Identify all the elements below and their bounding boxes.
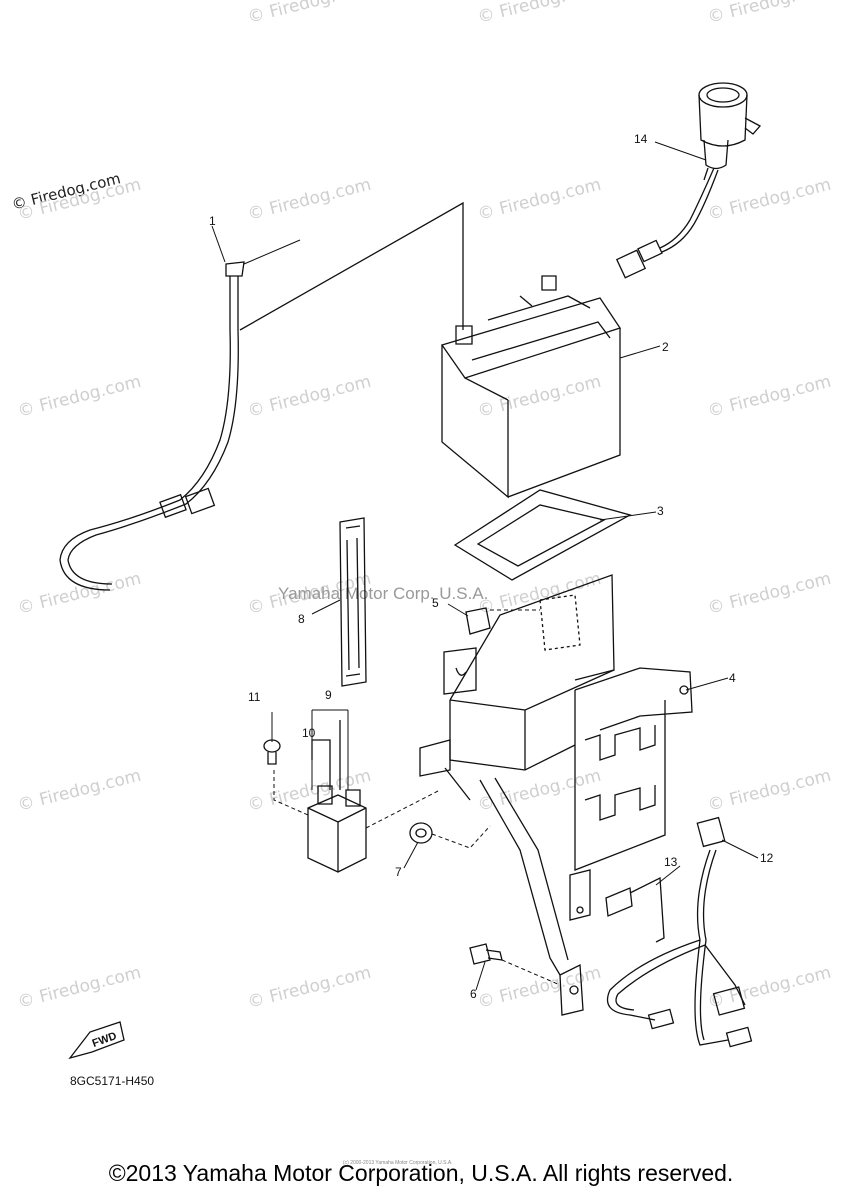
part-label-11: 11: [248, 690, 261, 704]
battery-pad-icon: [455, 490, 630, 580]
part-label-4: 4: [729, 671, 736, 685]
positive-lead-wire-icon: [60, 203, 463, 590]
center-watermark: Yamaha Motor Corp. U.S.A.: [278, 584, 489, 603]
fine-print: (c) 2000-2013 Yamaha Motor Corporation, …: [343, 1160, 453, 1166]
accessory-socket-icon: [617, 83, 760, 278]
drawing-code: 8GC5171-H450: [70, 1074, 155, 1088]
part-label-8: 8: [298, 612, 305, 626]
part-label-14: 14: [634, 132, 648, 146]
fwd-arrow-icon: [70, 1022, 124, 1058]
starter-relay-icon: [308, 720, 366, 872]
sub-wire-harness-icon: [608, 818, 752, 1047]
part-label-3: 3: [657, 504, 664, 518]
part-label-12: 12: [760, 851, 774, 865]
part-label-10: 10: [302, 726, 316, 740]
part-label-7: 7: [395, 865, 402, 879]
part-label-6: 6: [470, 987, 477, 1001]
copyright-notice: ©2013 Yamaha Motor Corporation, U.S.A. A…: [108, 1160, 734, 1186]
band-icon: [340, 518, 366, 686]
bolt-icon: [470, 944, 502, 964]
screw-icon: [264, 740, 280, 764]
leader-lines: [212, 142, 758, 990]
part-label-5: 5: [432, 596, 439, 610]
part-label-13: 13: [664, 855, 678, 869]
plastic-band-icon: [606, 878, 664, 942]
part-label-9: 9: [325, 688, 332, 702]
nut-icon: [410, 823, 432, 843]
part-label-2: 2: [662, 340, 669, 354]
battery-icon: [442, 276, 620, 497]
part-label-1: 1: [209, 214, 216, 228]
battery-box-icon: [420, 575, 692, 1015]
damper-icon: [466, 608, 490, 634]
